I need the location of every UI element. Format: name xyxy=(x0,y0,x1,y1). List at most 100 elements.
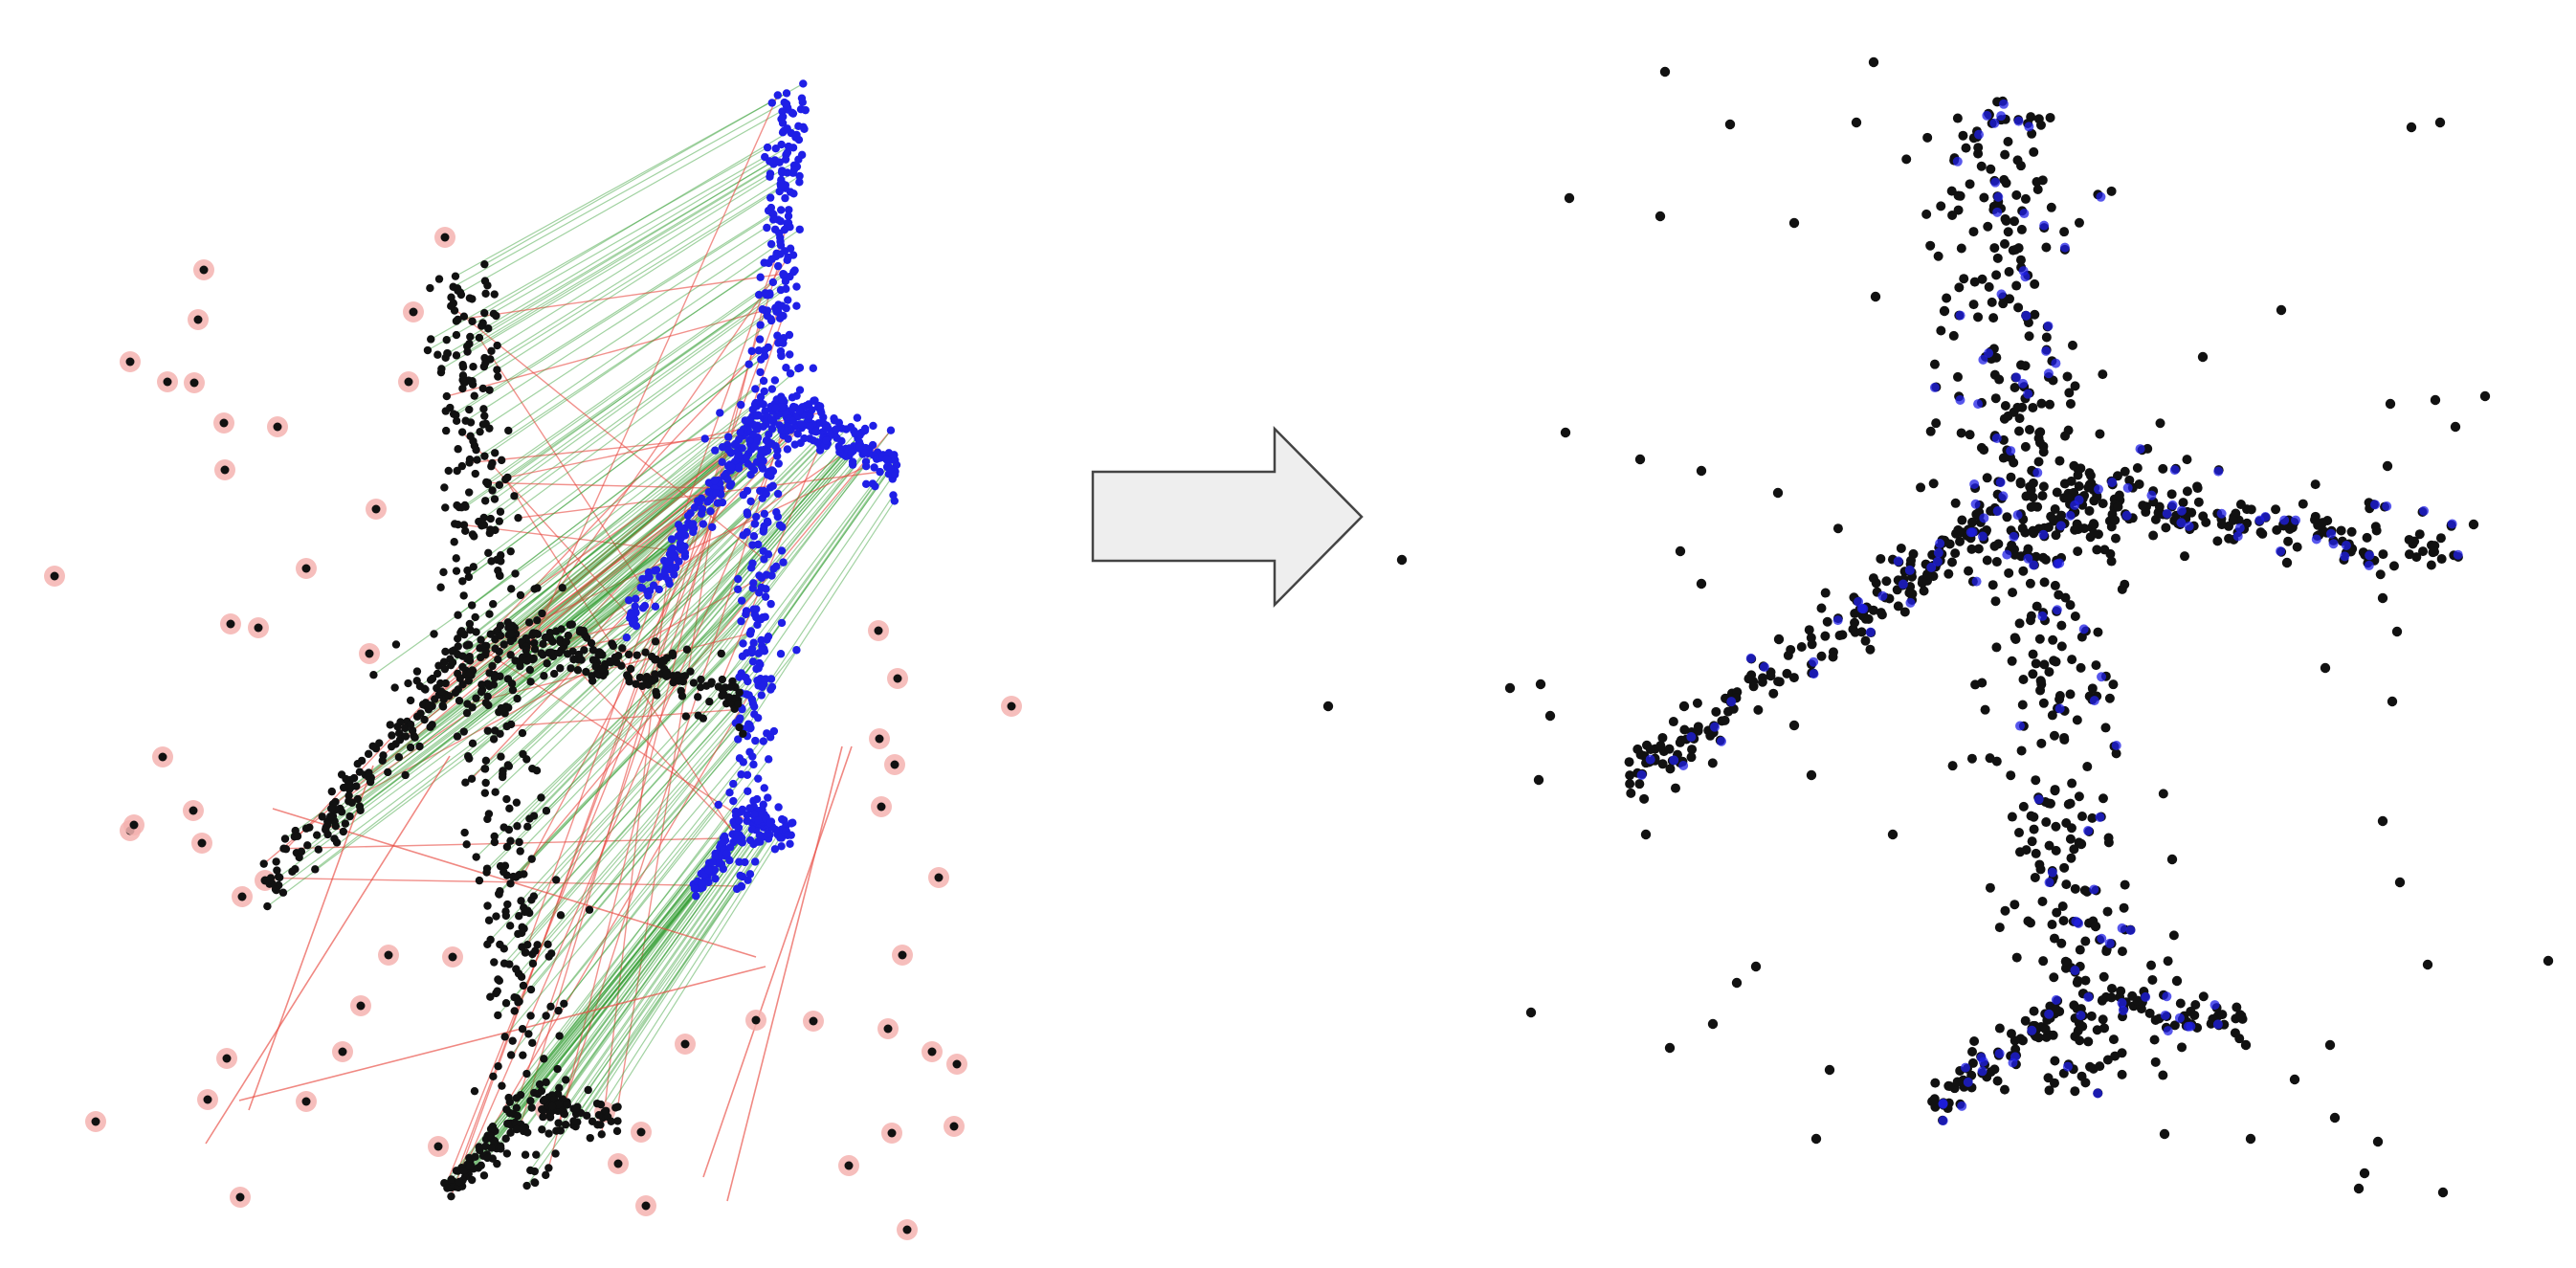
registered-source-point xyxy=(2150,1057,2161,1067)
registered-source-point xyxy=(2095,1061,2105,1072)
source-point xyxy=(496,621,505,631)
source-point xyxy=(617,661,626,670)
inlier-line xyxy=(517,574,767,827)
noise-point xyxy=(1939,305,1950,317)
registered-source-point xyxy=(2015,477,2026,487)
source-point xyxy=(528,949,537,959)
target-point xyxy=(718,498,727,507)
source-point xyxy=(331,821,341,831)
source-point xyxy=(492,311,500,321)
registered-source-point xyxy=(1979,445,1989,456)
target-point xyxy=(692,892,700,901)
source-point xyxy=(512,1103,522,1112)
target-point xyxy=(749,638,758,647)
registered-source-point xyxy=(2310,479,2321,490)
inlier-line xyxy=(454,419,751,652)
source-point xyxy=(538,1125,546,1134)
target-point xyxy=(714,859,723,868)
registered-source-point xyxy=(1999,238,2010,249)
registered-target-point xyxy=(2017,378,2028,389)
target-point xyxy=(881,455,891,463)
source-point xyxy=(493,366,501,374)
source-point xyxy=(483,814,492,824)
outlier-point xyxy=(384,950,393,960)
inlier-line xyxy=(602,831,785,1119)
source-point xyxy=(543,659,551,668)
target-point xyxy=(743,816,751,826)
registered-source-point xyxy=(2011,952,2022,963)
target-point xyxy=(781,155,790,164)
source-point xyxy=(496,1142,505,1150)
registered-source-point xyxy=(1906,555,1917,566)
registered-source-point xyxy=(1625,770,1635,781)
registered-source-point xyxy=(1977,678,1988,688)
target-point xyxy=(757,446,766,455)
registered-target-point xyxy=(1974,129,1985,140)
registered-source-point xyxy=(1944,539,1955,549)
inlier-line xyxy=(504,757,741,1037)
source-point xyxy=(415,742,424,751)
registered-target-point xyxy=(2453,549,2463,560)
source-point xyxy=(689,678,699,687)
noise-point xyxy=(2394,877,2406,888)
registered-source-point xyxy=(1999,1084,2010,1095)
registered-source-point xyxy=(2124,475,2135,485)
source-point xyxy=(500,867,508,877)
target-point xyxy=(743,508,751,517)
registered-source-point xyxy=(2034,634,2045,644)
noise-point xyxy=(1696,578,1707,590)
target-point xyxy=(770,845,780,854)
inlier-line xyxy=(487,275,785,485)
registered-source-point xyxy=(1728,703,1739,714)
source-point xyxy=(428,674,437,683)
source-point xyxy=(546,1002,555,1012)
inlier-line xyxy=(572,834,768,1122)
outlier-point xyxy=(371,504,381,514)
source-point xyxy=(526,1166,535,1175)
registered-source-point xyxy=(2061,818,2072,829)
inlier-line xyxy=(515,618,762,878)
registered-target-point xyxy=(2160,1010,2170,1020)
registered-target-point xyxy=(2328,539,2339,549)
registered-source-point xyxy=(2079,523,2090,534)
outlier-point xyxy=(404,377,413,387)
target-point xyxy=(785,206,793,214)
registered-source-point xyxy=(2158,1070,2168,1080)
target-point xyxy=(794,122,803,131)
target-point xyxy=(750,442,759,451)
target-point xyxy=(640,601,650,611)
outlier-point xyxy=(934,873,944,882)
source-point xyxy=(479,513,488,523)
registered-source-point xyxy=(2216,520,2227,530)
target-point xyxy=(768,278,778,287)
source-point xyxy=(375,739,384,747)
registered-source-point xyxy=(2029,824,2039,834)
registered-source-point xyxy=(1988,580,1998,590)
registered-source-point xyxy=(2034,437,2045,448)
registered-source-point xyxy=(2095,429,2105,439)
registered-source-point xyxy=(2000,400,2010,411)
registered-source-point xyxy=(1626,788,1636,798)
source-point xyxy=(488,661,497,671)
source-point xyxy=(347,798,356,807)
source-point xyxy=(391,640,401,649)
source-point xyxy=(364,749,373,759)
target-point xyxy=(736,714,744,723)
source-point xyxy=(518,1025,527,1034)
inlier-line xyxy=(693,455,875,683)
registered-source-point xyxy=(1820,631,1831,641)
source-point xyxy=(480,765,490,773)
source-point xyxy=(433,350,442,359)
registered-source-point xyxy=(2168,930,2179,941)
registered-source-point xyxy=(2309,515,2320,525)
registered-source-point xyxy=(2169,1020,2180,1031)
target-point xyxy=(778,395,787,404)
source-point xyxy=(454,315,462,324)
inlier-line xyxy=(541,839,751,1130)
inlier-line xyxy=(335,554,673,811)
registered-target-point xyxy=(2095,812,2105,822)
registered-source-point xyxy=(2103,837,2114,848)
source-point xyxy=(468,530,477,539)
correspondence-panel xyxy=(44,79,1022,1240)
registered-source-point xyxy=(2228,515,2238,525)
